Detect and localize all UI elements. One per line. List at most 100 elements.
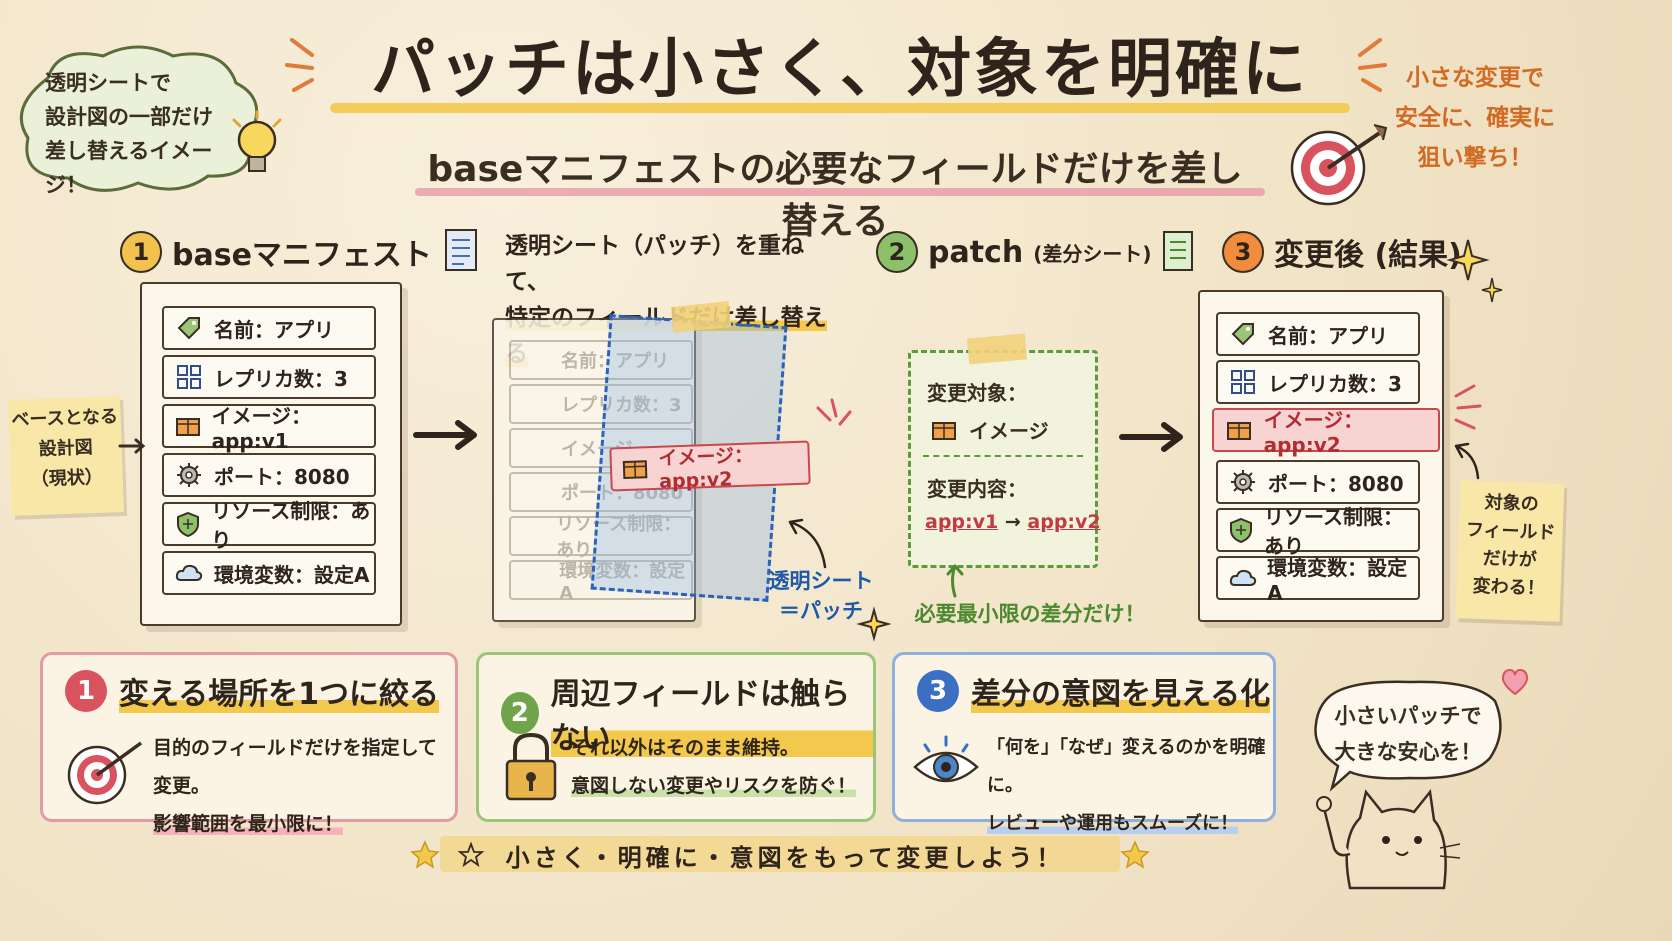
sparkle-lines-icon xyxy=(285,38,314,92)
faded-manifest-card: 名前：アプリ レプリカ数：3 イメージ ポート：8080 リソース制限：あり 環… xyxy=(492,318,696,622)
step2-number: 2 xyxy=(876,231,918,273)
heart-icon xyxy=(1501,668,1529,696)
faded-field: 環境変数：設定A xyxy=(509,560,693,604)
field-resource-limit: リソース制限：あり xyxy=(162,499,376,552)
curved-arrow-icon xyxy=(1454,442,1480,480)
tip-card-body: それ以外はそのまま維持。 意図しない変更やリスクを防ぐ！ xyxy=(571,737,857,797)
overlay-patch-field: イメージ：app:v2 xyxy=(609,440,811,492)
top-right-note: 小さな変更で 安全に、確実に 狙い撃ち！ xyxy=(1394,65,1556,171)
faded-field: レプリカ数：3 xyxy=(509,384,693,424)
sparkle-icon xyxy=(856,606,892,642)
step3-number: 3 xyxy=(1222,231,1264,273)
tip-card-2: 2 周辺フィールドは触らない それ以外はそのまま維持。 意図しない変更やリスクを… xyxy=(476,652,876,822)
step2-label: patch xyxy=(928,234,1024,270)
title-underline xyxy=(330,103,1350,113)
footer-highlight xyxy=(440,836,1120,872)
tip-card-body: 「何を」「なぜ」変えるのかを明確に。 レビューや運用もスムーズに！ xyxy=(987,737,1266,834)
sparkle-lines-icon xyxy=(1358,38,1387,92)
page-title: パッチは小さく、対象を明確に xyxy=(371,33,1309,107)
flow-arrow-icon xyxy=(1119,422,1183,452)
box-icon xyxy=(932,421,956,440)
patch-card: 変更対象： イメージ 変更内容： app:v1 → app:v2 xyxy=(908,350,1101,568)
thought-cloud xyxy=(19,45,258,192)
step2-header: 2 patch (差分シート) xyxy=(876,230,1197,274)
field-replicas: レプリカ数：3 xyxy=(162,355,376,399)
cloud-icon xyxy=(1228,563,1257,593)
emphasis-lines-icon xyxy=(1454,384,1482,430)
tag-icon xyxy=(174,313,204,343)
step3-label: 変更後 (結果) xyxy=(1274,238,1462,273)
step1-header: 1 baseマニフェスト xyxy=(120,228,482,276)
patch-target-value: イメージ xyxy=(931,415,1049,444)
speech-bubble-text: 小さいパッチで 大きな安心を！ xyxy=(1334,704,1482,764)
page-subtitle: baseマニフェストの必要なフィールドだけを差し替える xyxy=(427,149,1243,242)
box-icon xyxy=(1224,415,1254,445)
step3-header: 3 変更後 (結果) xyxy=(1222,230,1462,274)
shield-icon xyxy=(1228,515,1254,545)
lightbulb-icon xyxy=(232,110,282,172)
field-port: ポート：8080 xyxy=(162,453,376,497)
flow-arrow-icon xyxy=(413,420,477,450)
field-port: ポート：8080 xyxy=(1216,460,1420,504)
patch-sheet-icon xyxy=(1163,231,1194,271)
faded-field: リソース制限：あり xyxy=(509,514,693,561)
field-replicas: レプリカ数：3 xyxy=(1216,360,1420,404)
star-icon xyxy=(1120,840,1150,869)
tip-card-title: 2 周辺フィールドは触らない xyxy=(501,669,873,757)
curved-arrow-icon xyxy=(788,518,827,569)
patch-caption: 必要最小限の差分だけ！ xyxy=(914,602,1146,626)
field-env: 環境変数：設定A xyxy=(162,551,376,595)
tip-card-3: 3 差分の意図を見える化 「何を」「なぜ」変えるのかを明確に。 レビューや運用も… xyxy=(892,652,1276,834)
patch-divider xyxy=(923,455,1083,457)
tip-card-body: 目的のフィールドだけを指定して変更。 影響範囲を最小限に！ xyxy=(153,737,438,835)
result-sticky-note: 対象の フィールド だけが 変わる！ xyxy=(1455,480,1565,622)
field-resource-limit: リソース制限：あり xyxy=(1216,505,1420,558)
grid-icon xyxy=(1228,367,1258,397)
speech-bubble xyxy=(1314,680,1502,792)
target-arrow-icon xyxy=(1290,124,1388,206)
cat-icon xyxy=(1316,788,1461,890)
field-name: 名前：アプリ xyxy=(162,306,376,350)
patch-content-label: 変更内容： xyxy=(927,477,1027,501)
field-image: イメージ：app:v1 xyxy=(162,404,376,453)
cloud-icon xyxy=(174,558,204,588)
shield-icon xyxy=(174,509,201,539)
step2-sublabel: (差分シート) xyxy=(1033,241,1152,266)
patch-change: app:v1 → app:v2 xyxy=(925,511,1101,533)
grid-icon xyxy=(174,362,204,392)
small-arrow-icon xyxy=(118,438,146,454)
star-icon xyxy=(410,840,440,869)
footer-text: 小さく・明確に・意図をもって変更しよう！ xyxy=(505,844,1065,872)
tag-icon xyxy=(1228,319,1258,349)
field-env: 環境変数：設定A xyxy=(1216,556,1420,605)
tape xyxy=(966,333,1028,365)
thought-cloud-text: 透明シートで 設計図の一部だけ 差し替えるイメージ！ xyxy=(45,71,213,197)
field-name: 名前：アプリ xyxy=(1216,312,1420,356)
gear-icon xyxy=(174,460,204,490)
subtitle-underline xyxy=(415,188,1265,196)
gear-icon xyxy=(1228,467,1258,497)
result-manifest-card: 名前：アプリ レプリカ数：3 イメージ：app:v2 ポート：8080 リソース… xyxy=(1198,290,1444,622)
box-icon xyxy=(174,411,202,441)
target-arrow-icon xyxy=(67,741,143,805)
step1-number: 1 xyxy=(120,231,162,273)
emphasis-lines-icon xyxy=(816,398,852,426)
overlay-label: 透明シート ＝パッチ xyxy=(768,569,874,623)
tip-card-1: 1 変える場所を1つに絞る 目的のフィールドだけを指定して変更。 影響範囲を最小… xyxy=(40,652,458,835)
box-icon xyxy=(622,453,650,484)
field-image-changed: イメージ：app:v2 xyxy=(1212,408,1440,457)
faded-field: 名前：アプリ xyxy=(509,340,693,380)
sparkle-icon xyxy=(1446,239,1503,303)
lock-icon xyxy=(505,732,557,801)
base-sticky-note: ベースとなる 設計図 （現状） xyxy=(8,396,124,516)
eye-icon xyxy=(913,735,979,783)
step1-label: baseマニフェスト xyxy=(172,238,432,273)
faded-field: イメージ xyxy=(509,428,693,468)
tip-card-title: 1 変える場所を1つに絞る xyxy=(65,669,439,713)
up-arrow-icon xyxy=(946,564,964,598)
document-icon xyxy=(444,229,477,271)
star-outline-icon xyxy=(457,841,485,868)
tip-card-title: 3 差分の意図を見える化 xyxy=(917,669,1271,713)
patch-target-label: 変更対象： xyxy=(927,381,1027,405)
base-manifest-card: 名前：アプリ レプリカ数：3 イメージ：app:v1 ポート：8080 リソース… xyxy=(140,282,402,626)
